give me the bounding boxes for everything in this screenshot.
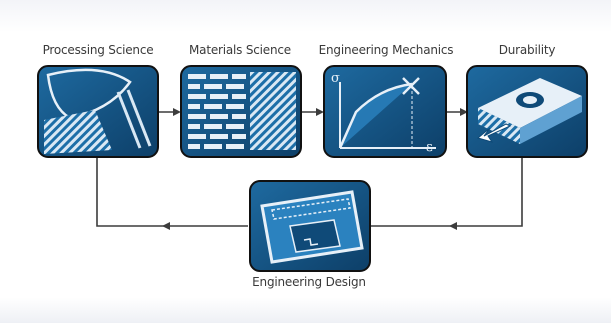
label-processing-science: Processing Science xyxy=(42,43,154,57)
engineering-design-icon xyxy=(249,180,371,272)
processing-science-icon xyxy=(37,65,159,158)
arrowhead-5 xyxy=(162,222,170,230)
stress-symbol: σ xyxy=(331,71,340,86)
materials-science-icon xyxy=(180,65,302,158)
label-materials-science: Materials Science xyxy=(189,43,291,57)
line-design-to-processing xyxy=(96,157,248,227)
arrowhead-3 xyxy=(460,108,468,116)
label-engineering-mechanics: Engineering Mechanics xyxy=(318,43,454,57)
strain-symbol: ε xyxy=(426,140,433,155)
label-engineering-design: Engineering Design xyxy=(252,275,366,289)
durability-icon xyxy=(466,65,588,158)
line-durability-to-design xyxy=(371,157,523,227)
arrowhead-1 xyxy=(173,108,181,116)
arrowhead-4 xyxy=(449,222,457,230)
label-durability: Durability xyxy=(498,43,556,57)
arrowhead-2 xyxy=(316,108,324,116)
engineering-mechanics-icon: σ ε xyxy=(323,65,447,158)
arrowheads xyxy=(162,108,468,230)
